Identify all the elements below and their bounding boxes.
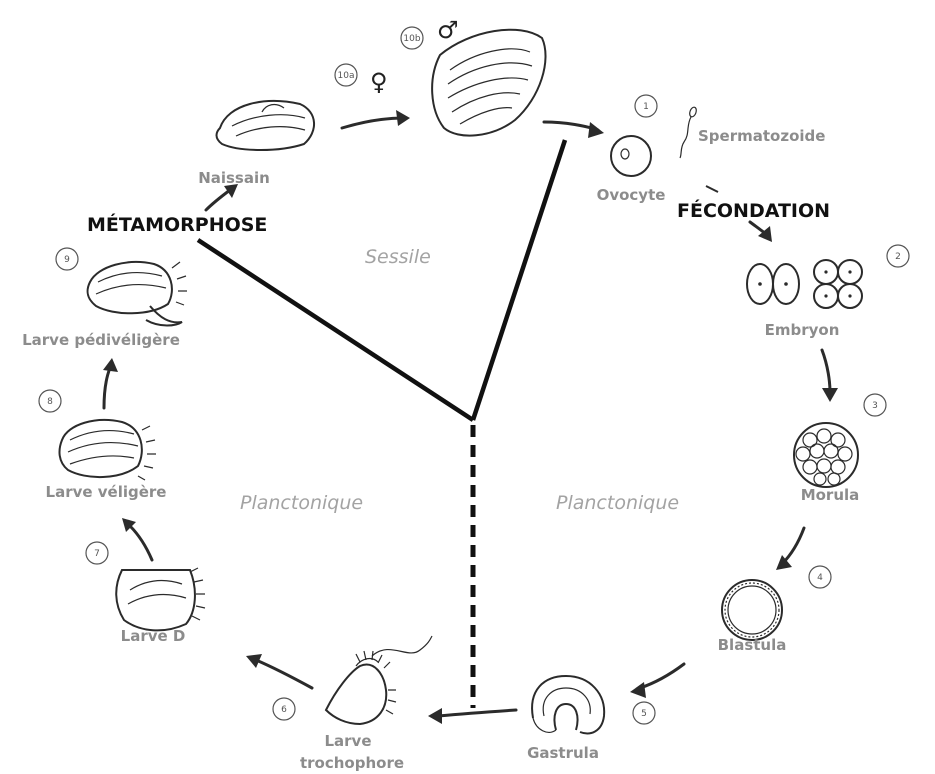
step-4-number: 4 — [817, 573, 823, 583]
step-5-number: 5 — [641, 709, 647, 719]
zone-planctonique-left: Planctonique — [240, 492, 363, 514]
step-6-number: 6 — [281, 705, 287, 715]
arrow-veligere-to-pediveligere — [104, 368, 110, 408]
step-10a-number: 10a — [338, 71, 355, 81]
label-trochophore-line1: Larve — [324, 732, 371, 750]
label-gastrula: Gastrula — [527, 744, 599, 762]
arrow-embryon-to-morula — [822, 350, 830, 392]
step-9-number: 9 — [64, 255, 70, 265]
morula-icon — [794, 423, 858, 487]
label-larve-pediveligere: Larve pédivéligère — [22, 331, 180, 349]
arrowhead-blastula-to-gastrula — [630, 682, 646, 698]
label-ovocyte: Ovocyte — [597, 186, 666, 204]
blastula-icon — [722, 580, 782, 640]
arrowhead-metamorphose-to-naissain — [224, 184, 238, 198]
arrowhead-naissain-to-adult — [396, 110, 410, 126]
arrow-larve-d-to-veligere — [130, 526, 152, 560]
label-trochophore-line2: trochophore — [300, 754, 404, 772]
divider-left-line — [198, 240, 473, 420]
arrow-naissain-to-adult — [342, 118, 404, 128]
larve-pediveligere-icon — [88, 262, 187, 326]
label-larve-d: Larve D — [121, 627, 186, 645]
step-8-number: 8 — [47, 397, 53, 407]
larve-veligere-icon — [60, 420, 156, 480]
arrow-morula-to-blastula — [782, 528, 804, 564]
fecondation-tick — [706, 186, 718, 192]
label-morula: Morula — [801, 486, 860, 504]
larve-trochophore-icon — [326, 636, 432, 724]
spermatozoide-icon — [680, 106, 698, 158]
arrowhead-veligere-to-pediveligere — [103, 358, 118, 372]
label-larve-veligere: Larve véligère — [46, 483, 167, 501]
label-metamorphose: MÉTAMORPHOSE — [87, 213, 267, 236]
naissain-icon — [217, 101, 315, 150]
step-2-number: 2 — [895, 252, 901, 262]
male-symbol: ♂ — [437, 16, 459, 44]
label-fecondation: FÉCONDATION — [677, 199, 830, 222]
label-embryon: Embryon — [765, 321, 840, 339]
divider-right-line — [473, 140, 565, 420]
gastrula-icon — [532, 676, 604, 733]
zone-sessile: Sessile — [365, 246, 431, 268]
step-1-number: 1 — [643, 102, 649, 112]
ovocyte-icon — [611, 136, 651, 176]
arrow-metamorphose-to-naissain — [206, 190, 230, 210]
step-10b-number: 10b — [403, 34, 420, 44]
zone-planctonique-right: Planctonique — [556, 492, 679, 514]
label-blastula: Blastula — [718, 636, 787, 654]
step-3-number: 3 — [872, 401, 878, 411]
step-7-number: 7 — [94, 549, 100, 559]
adult-oyster-icon — [432, 30, 545, 136]
female-symbol: ♀ — [370, 68, 388, 96]
arrowhead-gastrula-to-trochophore — [428, 708, 442, 724]
label-spermatozoide: Spermatozoide — [698, 127, 825, 145]
larve-d-icon — [116, 568, 205, 630]
label-naissain: Naissain — [198, 169, 270, 187]
arrow-blastula-to-gastrula — [640, 664, 684, 688]
arrow-trochophore-to-larve-d — [256, 660, 312, 688]
arrowhead-embryon-to-morula — [822, 388, 838, 402]
embryon-icon — [747, 260, 862, 308]
arrowhead-adult-to-ovocyte — [588, 122, 604, 138]
arrow-gastrula-to-trochophore — [438, 710, 516, 716]
